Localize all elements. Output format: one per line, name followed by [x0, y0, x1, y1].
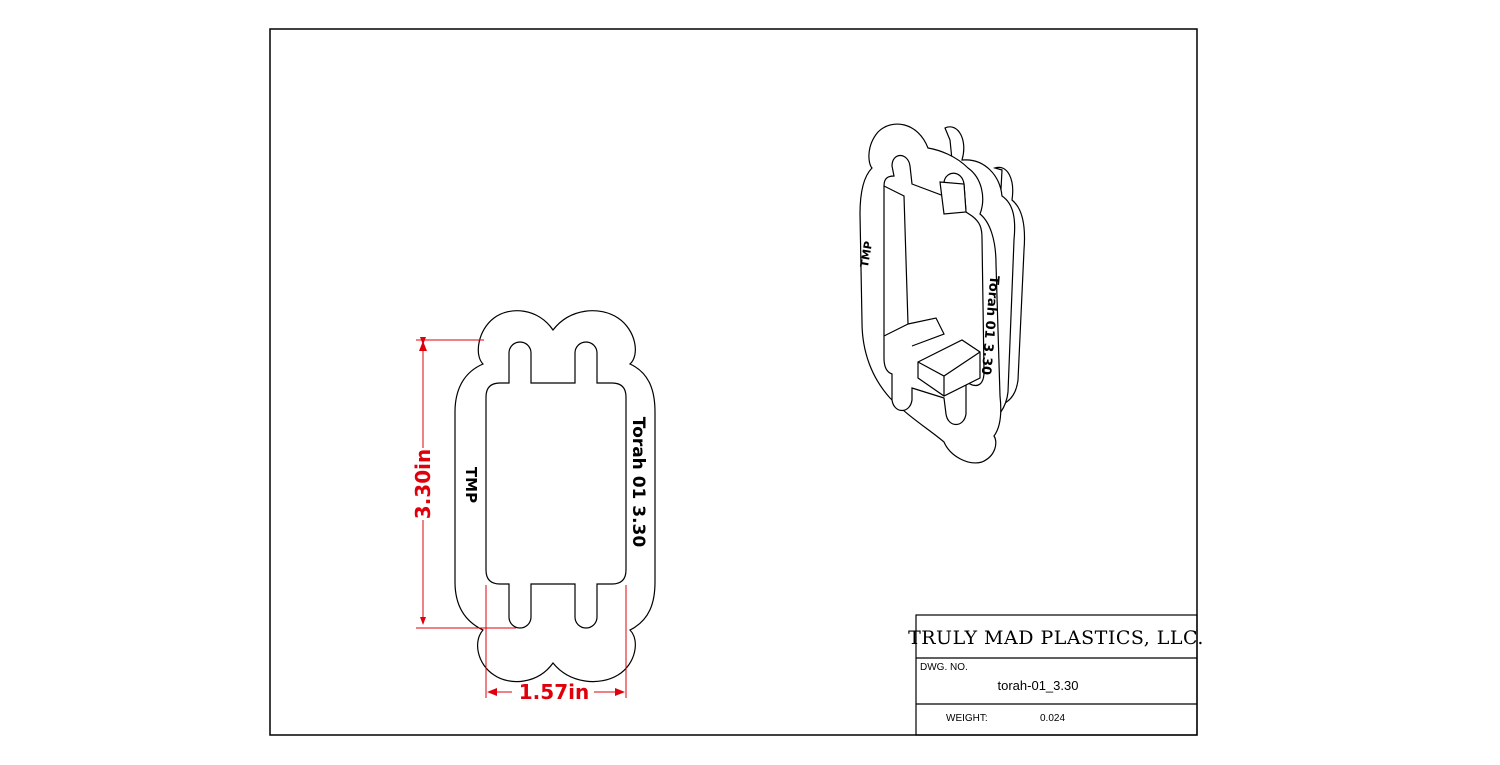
dwg-no-label: DWG. NO.	[920, 662, 968, 673]
front-engrave-left: TMP	[462, 467, 480, 503]
iso-engrave-left: TMP	[858, 240, 875, 268]
width-arrow-left	[487, 688, 497, 696]
height-arrow-top	[419, 341, 427, 351]
isometric-view	[859, 123, 1026, 464]
front-engrave-right: Torah 01 3.30	[628, 417, 648, 548]
outer-outline	[454, 310, 656, 683]
weight-label: WEIGHT:	[946, 713, 988, 724]
iso-inner-floor-edge	[907, 317, 945, 347]
dimension-height	[416, 337, 516, 629]
front-view	[454, 310, 656, 683]
sheet-border	[269, 28, 1198, 736]
iso-inner-wall	[883, 185, 909, 337]
width-dimension-label: 1.57in	[519, 680, 589, 704]
dwg-no-value: torah-01_3.30	[998, 678, 1079, 693]
iso-block	[917, 339, 981, 397]
title-block	[915, 614, 1198, 736]
company-name: TRULY MAD PLASTICS, LLC.	[908, 627, 1204, 649]
height-dimension-label: 3.30in	[411, 449, 435, 519]
inner-cavity	[485, 341, 627, 629]
width-arrow-right	[615, 688, 625, 696]
iso-upper-block	[939, 181, 967, 215]
weight-value: 0.024	[1040, 713, 1065, 724]
